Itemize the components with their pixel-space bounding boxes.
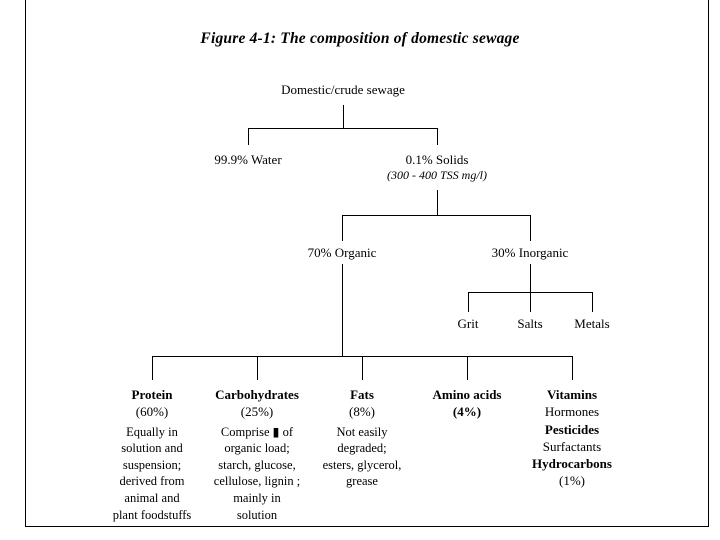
column-amino-acids: Amino acids (4%)	[415, 386, 519, 421]
node-metals: Metals	[552, 316, 632, 332]
description-line: grease	[346, 474, 378, 489]
column-heading: Carbohydrates	[215, 387, 299, 402]
connector-drop-solids	[437, 128, 438, 145]
description-line: cellulose, lignin ;	[213, 474, 301, 489]
connector-bar-level2	[342, 215, 530, 216]
connector-bar-level1	[248, 128, 437, 129]
node-label: Grit	[457, 316, 479, 331]
column-percentage: (4%)	[452, 404, 482, 420]
node-inorganic: 30% Inorganic	[465, 245, 595, 261]
column-percentage: (25%)	[240, 404, 274, 420]
connector-organic-stem	[342, 264, 343, 356]
node-organic: 70% Organic	[277, 245, 407, 261]
column-heading: Vitamins	[546, 387, 598, 402]
node-label: 30% Inorganic	[491, 245, 569, 260]
column-heading: Amino acids	[432, 387, 502, 402]
node-label: 70% Organic	[307, 245, 377, 260]
description-line: starch, glucose,	[218, 457, 296, 472]
node-domestic-crude-sewage: Domestic/crude sewage	[213, 82, 473, 98]
column-description: Comprise ▮ of organic load; starch, gluc…	[205, 424, 309, 524]
node-grit: Grit	[428, 316, 508, 332]
description-line: Hormones	[544, 404, 600, 420]
description-line: Equally in	[126, 424, 178, 439]
connector-drop-protein	[152, 356, 153, 380]
description-line: Not easily	[336, 424, 388, 439]
description-line: plant foodstuffs	[112, 507, 192, 522]
node-water: 99.9% Water	[178, 152, 318, 168]
description-line: degraded;	[337, 441, 387, 456]
column-description: Equally in solution and suspension; deri…	[100, 424, 204, 524]
node-solids: 0.1% Solids (300 - 400 TSS mg/l)	[362, 152, 512, 183]
connector-drop-organic	[342, 215, 343, 241]
description-line: esters, glycerol,	[322, 457, 402, 472]
node-label: Salts	[517, 316, 543, 331]
node-label: 99.9% Water	[214, 152, 282, 167]
column-heading: Protein	[131, 387, 173, 402]
connector-drop-metals	[592, 292, 593, 312]
description-line: derived from	[119, 474, 185, 489]
column-description: Hormones Pesticides Surfactants Hydrocar…	[520, 403, 624, 489]
description-line: Surfactants	[542, 438, 602, 454]
figure-frame-border	[25, 0, 709, 527]
column-vitamins: Vitamins Hormones Pesticides Surfactants…	[520, 386, 624, 490]
column-percentage: (8%)	[349, 404, 375, 420]
description-line: Hydrocarbons	[532, 456, 612, 472]
description-line: mainly in	[233, 491, 281, 506]
description-line: suspension;	[122, 457, 182, 472]
column-heading: Fats	[350, 387, 374, 402]
description-line: Pesticides	[544, 421, 600, 437]
column-carbohydrates: Carbohydrates (25%) Comprise ▮ of organi…	[205, 386, 309, 523]
column-description: Not easily degraded; esters, glycerol, g…	[310, 424, 414, 491]
connector-solids-stem	[437, 190, 438, 215]
connector-drop-inorganic	[530, 215, 531, 241]
node-label: 0.1% Solids	[405, 152, 469, 167]
connector-drop-salts	[530, 292, 531, 312]
connector-drop-vitamins	[572, 356, 573, 380]
connector-drop-fats	[362, 356, 363, 380]
connector-inorganic-stem	[530, 264, 531, 292]
column-protein: Protein (60%) Equally in solution and su…	[100, 386, 204, 523]
column-percentage: (60%)	[135, 404, 169, 420]
connector-drop-carbohydrates	[257, 356, 258, 380]
description-line: solution	[236, 507, 278, 522]
node-label: Domestic/crude sewage	[281, 82, 405, 97]
connector-drop-water	[248, 128, 249, 145]
description-line: organic load;	[224, 441, 290, 456]
node-salts: Salts	[490, 316, 570, 332]
connector-drop-amino-acids	[467, 356, 468, 380]
connector-drop-grit	[468, 292, 469, 312]
description-line: (1%)	[559, 473, 585, 489]
column-fats: Fats (8%) Not easily degraded; esters, g…	[310, 386, 414, 490]
description-line: solution and	[121, 441, 183, 456]
description-line: animal and	[124, 491, 180, 506]
node-label: Metals	[574, 316, 610, 331]
description-line: Comprise ▮ of	[220, 424, 294, 439]
figure-title: Figure 4-1: The composition of domestic …	[200, 30, 520, 47]
node-sublabel: (300 - 400 TSS mg/l)	[387, 168, 487, 183]
connector-root-stem	[343, 105, 344, 128]
